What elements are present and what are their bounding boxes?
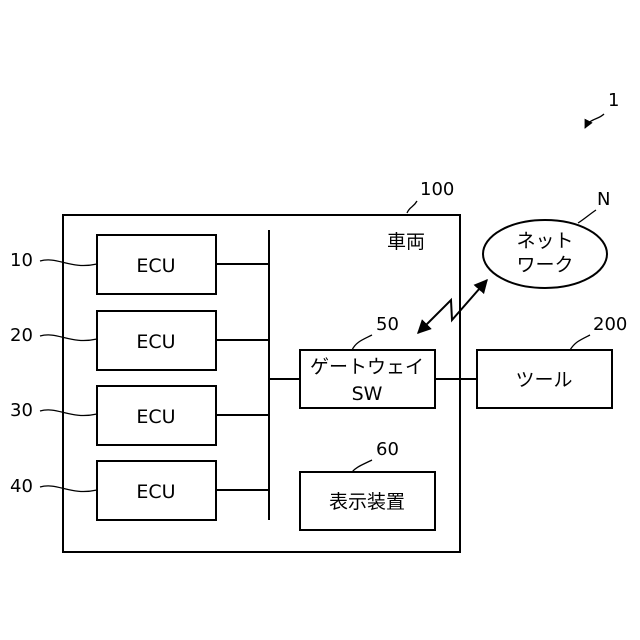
ref-ecu-3: 30 xyxy=(10,400,33,421)
ecu-unit-2: ECU xyxy=(97,311,216,370)
ref-vehicle-leader xyxy=(407,201,417,213)
ecu-label: ECU xyxy=(136,481,175,503)
ref-display: 60 xyxy=(376,439,399,460)
ref-network: N xyxy=(597,189,610,210)
ref-system: 1 xyxy=(608,90,619,111)
ecu-label: ECU xyxy=(136,331,175,353)
ecu-unit-1: ECU xyxy=(97,235,216,294)
ecu-label: ECU xyxy=(136,406,175,428)
display-label: 表示装置 xyxy=(329,491,405,513)
tool-label: ツール xyxy=(515,369,572,391)
ref-tool: 200 xyxy=(593,314,627,335)
ref-network-leader xyxy=(578,210,596,223)
ref-tool-leader xyxy=(570,335,590,350)
ref-system-arrow xyxy=(585,114,604,128)
ref-ecu-1: 10 xyxy=(10,250,33,271)
gateway-label-line2: SW xyxy=(352,383,383,405)
ecu-unit-4: ECU xyxy=(97,461,216,520)
ref-vehicle: 100 xyxy=(420,179,454,200)
ecu-label: ECU xyxy=(136,255,175,277)
gateway-label-line1: ゲートウェイ xyxy=(310,356,424,378)
ref-ecu-4: 40 xyxy=(10,476,33,497)
ecu-unit-3: ECU xyxy=(97,386,216,445)
vehicle-label: 車両 xyxy=(387,231,425,253)
network-label-line1: ネット xyxy=(516,230,573,252)
ref-ecu-2: 20 xyxy=(10,325,33,346)
network-label-line2: ワーク xyxy=(516,254,573,276)
ref-gateway: 50 xyxy=(376,314,399,335)
